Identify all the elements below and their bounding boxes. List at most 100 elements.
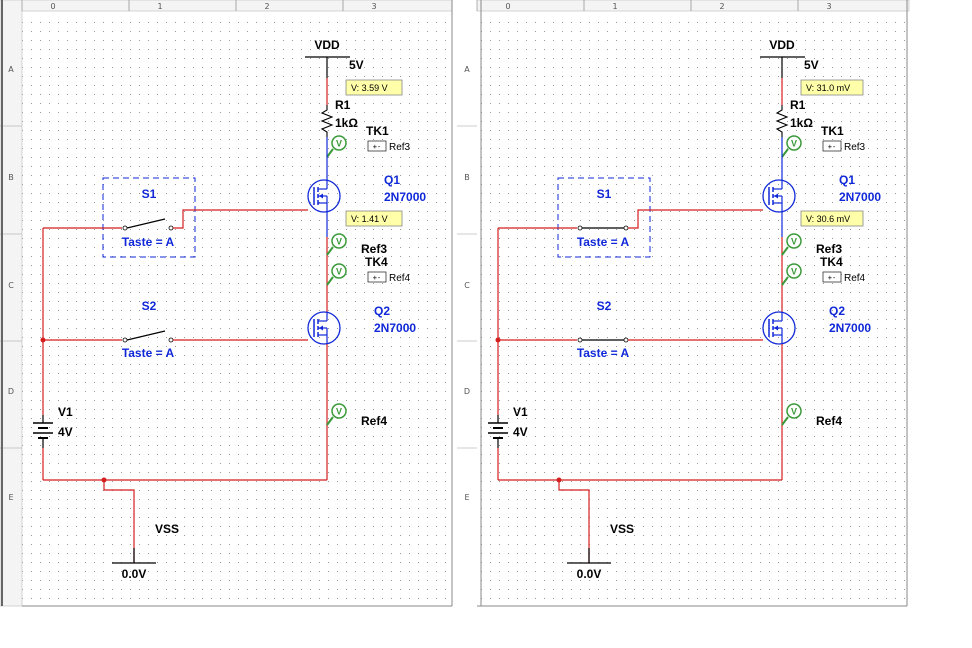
voltmeter-probe-icon <box>786 135 802 151</box>
probe-ref4[interactable]: V <box>326 403 347 426</box>
junction-dot <box>40 337 46 343</box>
probe-readout-text: V: 3.59 V <box>351 83 388 93</box>
q2-part: 2N7000 <box>829 321 871 335</box>
probe-lead <box>326 148 334 158</box>
ref-box-glyph: +- <box>828 274 836 282</box>
probe-glyph: V <box>336 139 342 149</box>
tk4-ref-box: +- Ref4 <box>822 271 866 284</box>
mosfet-body <box>762 311 796 345</box>
r1-value: 1kΩ <box>335 116 358 130</box>
probe-glyph: V <box>791 139 797 149</box>
s2-name: S2 <box>142 299 157 313</box>
tk4-label: TK4 <box>820 255 843 269</box>
probe-readout-mid[interactable]: V: 30.6 mV <box>800 210 864 227</box>
ref-box-label: Ref3 <box>844 142 866 153</box>
probe-lead <box>781 246 789 256</box>
probe-glyph: V <box>791 237 797 247</box>
probe-readout-text: V: 31.0 mV <box>806 83 850 93</box>
switch-lever <box>126 218 166 229</box>
ref-box-icon <box>367 140 387 152</box>
probe-tk1[interactable]: V <box>781 135 802 158</box>
probe-ref3[interactable]: V <box>781 233 802 256</box>
grid-area <box>477 14 909 606</box>
tk1-ref-box: +-Ref3 <box>367 140 411 153</box>
switch-s2[interactable] <box>577 337 629 343</box>
switch-s1[interactable] <box>122 218 174 231</box>
probe-readout-box <box>800 210 864 227</box>
ref-box-icon <box>367 271 387 283</box>
mosfet-body <box>762 179 796 213</box>
ruler-row-label: D <box>464 387 470 396</box>
v1-name: V1 <box>58 405 73 419</box>
switch-lever <box>126 330 166 341</box>
switch-contact <box>168 225 174 231</box>
tk1-ref-box: +- Ref3 <box>822 140 866 153</box>
ruler-row-label: B <box>464 173 470 182</box>
vss-label: VSS <box>155 522 179 536</box>
ref4-label: Ref4 <box>361 414 387 428</box>
ruler-row-label: E <box>8 493 13 502</box>
ref-box-icon <box>822 140 842 152</box>
ruler-column-label: 3 <box>826 2 831 11</box>
probe-readout-top[interactable]: V: 31.0 mV <box>800 79 864 96</box>
mosfet-q2[interactable] <box>762 311 796 345</box>
v1-value: 4V <box>58 425 73 439</box>
probe-lead <box>326 276 334 286</box>
probe-glyph: V <box>336 237 342 247</box>
mosfet-q1[interactable] <box>307 179 341 213</box>
probe-readout-top[interactable]: V: 3.59 V <box>345 79 403 96</box>
probe-readout-box <box>345 210 403 227</box>
top-ruler <box>21 0 453 12</box>
ruler-row-label: C <box>464 281 470 290</box>
probe-tk4[interactable]: V <box>781 263 802 286</box>
ruler-row-label: D <box>8 387 14 396</box>
switch-contact <box>122 337 128 343</box>
q2-name: Q2 <box>374 304 390 318</box>
switch-s1[interactable] <box>577 225 629 231</box>
mosfet-q1[interactable] <box>762 179 796 213</box>
s1-key: Taste = A <box>577 235 630 249</box>
switch-contact <box>577 337 583 343</box>
voltmeter-probe-icon <box>331 135 347 151</box>
wire-s1-gate-q1 <box>628 209 763 229</box>
switch-contact <box>168 337 174 343</box>
mosfet-body <box>307 179 341 213</box>
ref-box-glyph: +- <box>828 143 836 151</box>
switch-s2[interactable] <box>122 330 174 343</box>
switch-contact <box>623 225 629 231</box>
vdd-value: 5V <box>804 58 819 72</box>
q2-part: 2N7000 <box>374 321 416 335</box>
ref-box-glyph: +- <box>373 274 381 282</box>
probe-ref4[interactable]: V <box>781 403 802 426</box>
voltmeter-probe-icon <box>331 403 347 419</box>
probe-lead <box>781 276 789 286</box>
top-ruler <box>476 0 910 12</box>
ref-box-label: Ref3 <box>389 142 411 153</box>
probe-ref3[interactable]: V <box>326 233 347 256</box>
probe-readout-mid[interactable]: V: 1.41 V <box>345 210 403 227</box>
wire-vss <box>558 480 590 563</box>
r1-name: R1 <box>790 98 806 112</box>
mosfet-q2[interactable] <box>307 311 341 345</box>
ruler-row-label: C <box>8 281 14 290</box>
ref-box-label: Ref4 <box>844 273 866 284</box>
switch-s1-box <box>557 177 651 258</box>
battery-v1-icon[interactable] <box>33 415 53 448</box>
ruler-column-label: 3 <box>371 2 376 11</box>
q1-part: 2N7000 <box>384 190 426 204</box>
vss-label: VSS <box>610 522 634 536</box>
vdd-value: 5V <box>349 58 364 72</box>
v1-name: V1 <box>513 405 528 419</box>
switch-contact <box>577 225 583 231</box>
probe-tk4[interactable]: V <box>326 263 347 286</box>
switch-contact <box>623 337 629 343</box>
s2-key: Taste = A <box>122 346 175 360</box>
probe-tk1[interactable]: V <box>326 135 347 158</box>
probe-glyph: V <box>791 267 797 277</box>
battery-v1-icon[interactable] <box>488 415 508 448</box>
ruler-column-label: 1 <box>157 2 162 11</box>
